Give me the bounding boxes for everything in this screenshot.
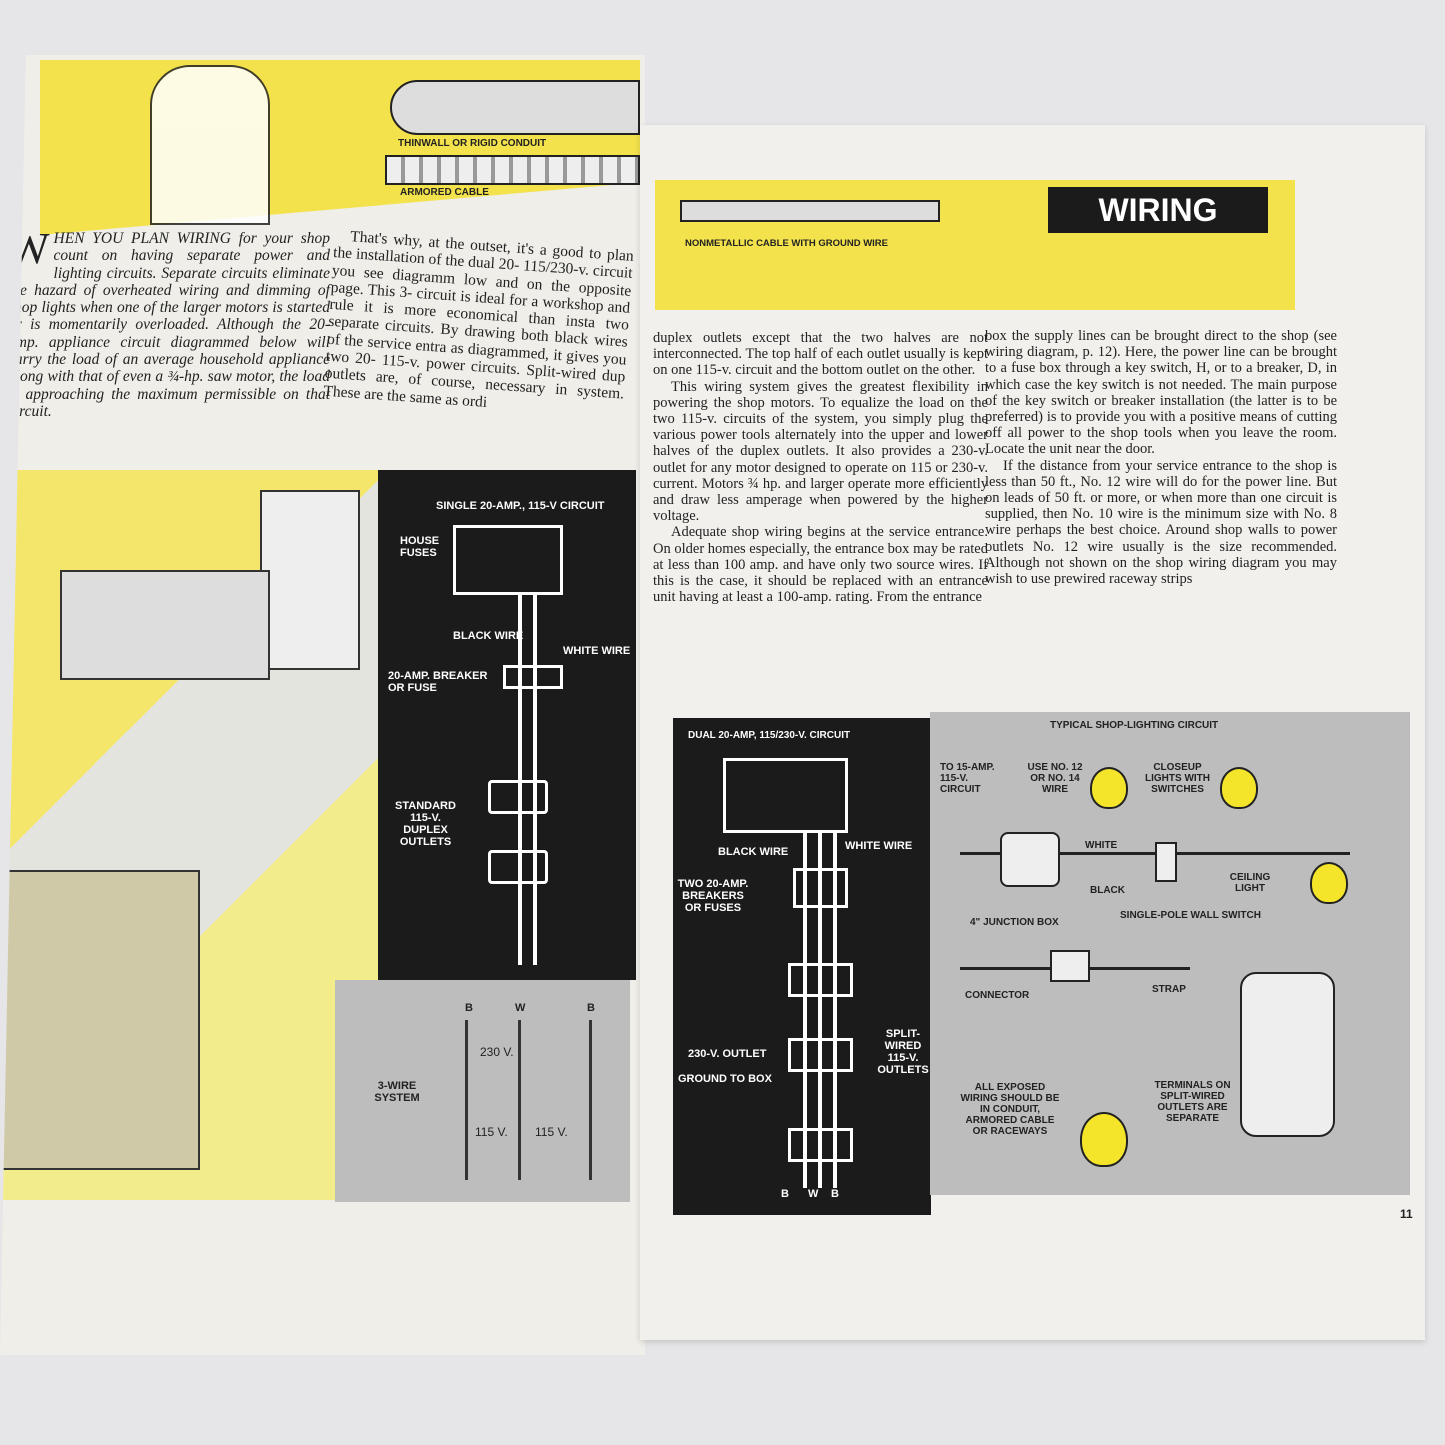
section-title: WIRING (1098, 191, 1218, 228)
conduit-label: THINWALL OR RIGID CONDUIT (398, 138, 547, 149)
single-circuit-diagram: SINGLE 20-AMP., 115-V CIRCUIT HOUSE FUSE… (378, 470, 636, 980)
left-col-2: That's why, at the outset, it's a good t… (322, 228, 635, 411)
section-title-box: WIRING (1048, 187, 1268, 233)
three-wire-diagram: 3-WIRE SYSTEM B W B 230 V. 115 V. 115 V. (335, 980, 630, 1202)
left-page: THINWALL OR RIGID CONDUIT ARMORED CABLE … (0, 55, 645, 1355)
armored-cable-label: ARMORED CABLE (400, 187, 489, 198)
right-page: NONMETALLIC CABLE WITH GROUND WIRE WIRIN… (640, 125, 1425, 1340)
lighting-circuit-diagram: TYPICAL SHOP-LIGHTING CIRCUIT TO 15-AMP.… (930, 712, 1410, 1195)
conduit-illustration (390, 80, 640, 135)
nonmetallic-cable-label: NONMETALLIC CABLE WITH GROUND WIRE (685, 238, 888, 249)
right-col-2: box the supply lines can be brought dire… (985, 328, 1337, 588)
right-col-1: duplex outlets except that the two halve… (653, 330, 988, 606)
nonmetallic-cable-illustration (680, 200, 940, 222)
man-illustration (150, 65, 270, 225)
dual-circuit-diagram: DUAL 20-AMP, 115/230-V. CIRCUIT BLACK WI… (673, 718, 931, 1215)
shop-illustration (0, 470, 380, 1200)
armored-cable-illustration (385, 155, 640, 185)
page-number: 11 (1400, 1207, 1413, 1221)
